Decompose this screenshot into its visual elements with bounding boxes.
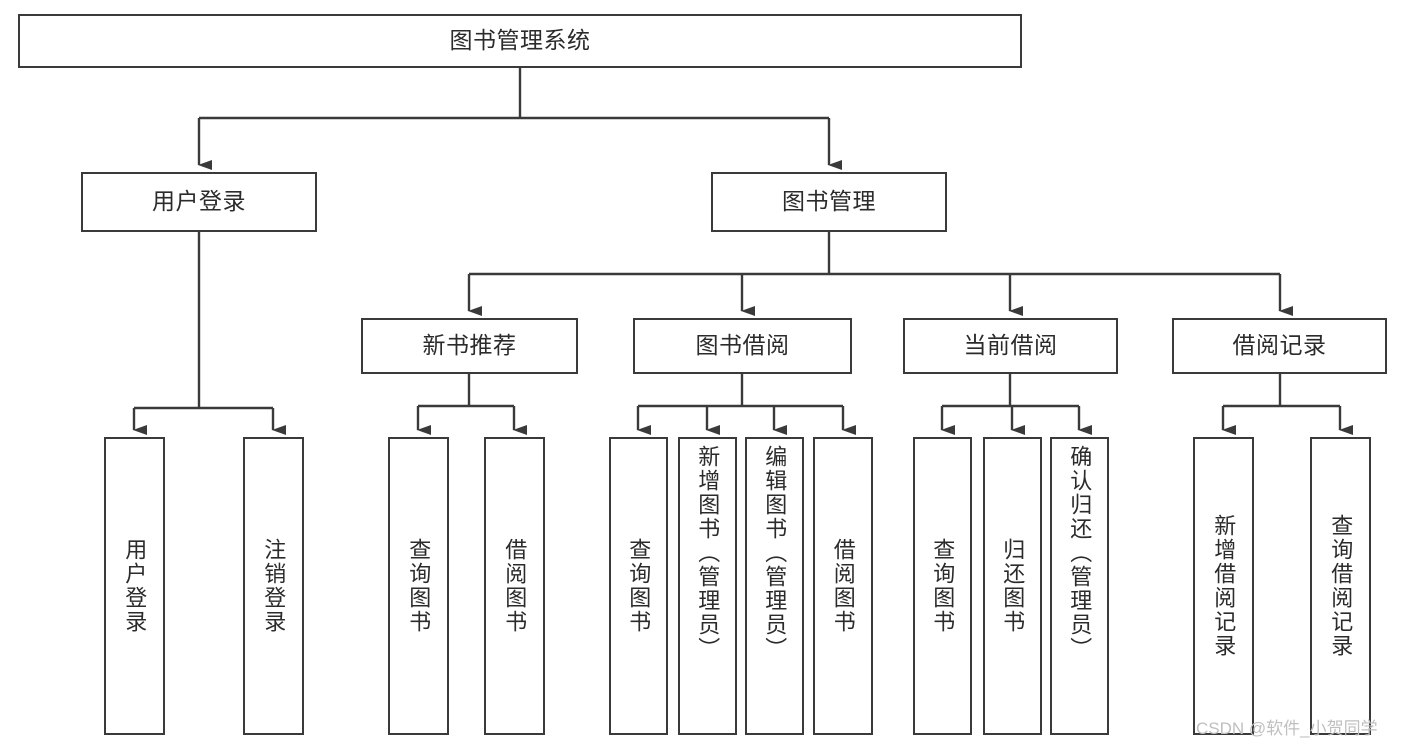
node-label: 新增借阅记录: [1211, 514, 1237, 658]
leaf-return-books[interactable]: 归还图书: [983, 437, 1042, 735]
leaf-add-borrow-record[interactable]: 新增借阅记录: [1193, 437, 1254, 735]
node-book-borrow[interactable]: 图书借阅: [633, 318, 852, 374]
node-label: 注销登录: [261, 538, 287, 634]
leaf-logout[interactable]: 注销登录: [243, 437, 304, 735]
leaf-query-books-recommend[interactable]: 查询图书: [388, 437, 449, 735]
node-label: 归还图书: [1000, 538, 1026, 634]
node-label: 查询图书: [930, 538, 956, 634]
node-label: 确认归还（管理员）: [1067, 445, 1093, 661]
node-label: 图书管理系统: [449, 27, 591, 54]
node-label: 借阅记录: [1232, 332, 1327, 359]
leaf-borrow-books[interactable]: 借阅图书: [813, 437, 873, 735]
node-label: 图书管理: [782, 188, 876, 215]
node-label: 编辑图书（管理员）: [762, 445, 788, 661]
node-borrow-records[interactable]: 借阅记录: [1172, 318, 1387, 374]
leaf-query-books-current[interactable]: 查询图书: [913, 437, 972, 735]
node-label: 用户登录: [122, 538, 148, 634]
node-label: 借阅图书: [830, 538, 856, 634]
leaf-borrow-books-recommend[interactable]: 借阅图书: [484, 437, 545, 735]
watermark: CSDN @软件_小贺同学: [1196, 719, 1378, 738]
leaf-query-borrow-record[interactable]: 查询借阅记录: [1310, 437, 1371, 735]
node-label: 新书推荐: [422, 332, 517, 359]
leaf-query-books-borrow[interactable]: 查询图书: [609, 437, 668, 735]
node-label: 查询借阅记录: [1328, 514, 1354, 658]
node-label: 用户登录: [152, 188, 246, 215]
node-user-login[interactable]: 用户登录: [81, 172, 317, 232]
node-label: 当前借阅: [963, 332, 1058, 359]
node-label: 借阅图书: [502, 538, 528, 634]
node-label: 新增图书（管理员）: [695, 445, 721, 661]
node-current-borrow[interactable]: 当前借阅: [903, 318, 1118, 374]
node-label: 查询图书: [626, 538, 652, 634]
leaf-edit-book-admin[interactable]: 编辑图书（管理员）: [745, 437, 804, 735]
leaf-confirm-return-admin[interactable]: 确认归还（管理员）: [1050, 437, 1109, 735]
leaf-user-login[interactable]: 用户登录: [104, 437, 165, 735]
node-root[interactable]: 图书管理系统: [18, 14, 1022, 68]
node-book-management[interactable]: 图书管理: [711, 172, 947, 232]
node-new-book-recommendation[interactable]: 新书推荐: [361, 318, 578, 374]
node-label: 查询图书: [406, 538, 432, 634]
leaf-add-book-admin[interactable]: 新增图书（管理员）: [678, 437, 737, 735]
node-label: 图书借阅: [695, 332, 790, 359]
